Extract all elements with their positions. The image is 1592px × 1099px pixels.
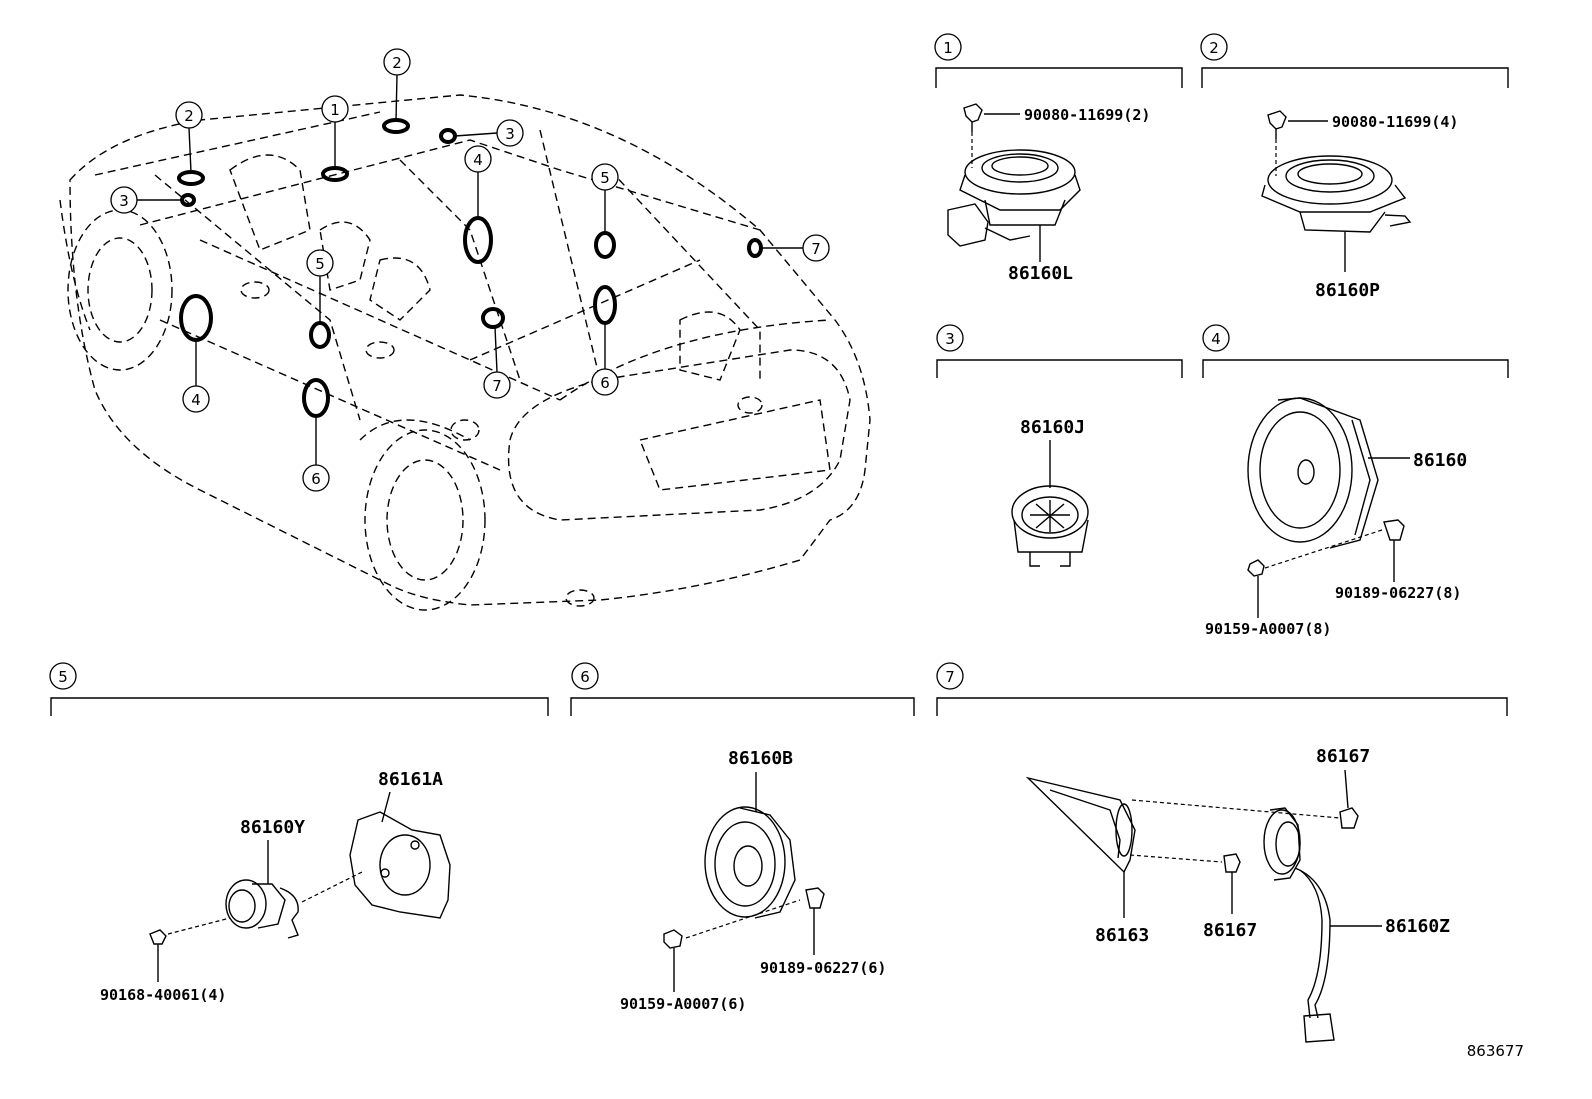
callout-3-right: 3 [496,119,524,147]
svg-text:4: 4 [1211,330,1221,348]
svg-text:86160L: 86160L [1008,263,1073,284]
svg-text:5: 5 [315,255,325,273]
group-4: 4 86160 90189-06227(8) 90159-A0007(8) [1202,324,1509,638]
svg-text:86167: 86167 [1316,746,1370,767]
svg-text:3: 3 [505,125,515,143]
callout-3-left: 3 [110,186,138,214]
svg-text:86160J: 86160J [1020,417,1085,438]
svg-text:90159-A0007(8): 90159-A0007(8) [1205,620,1331,638]
overview-callouts: 2 1 2 3 3 4 4 5 5 6 6 7 7 [110,48,830,492]
svg-text:6: 6 [580,668,590,686]
svg-text:90159-A0007(6): 90159-A0007(6) [620,995,746,1013]
svg-text:3: 3 [119,192,129,210]
svg-text:86160Y: 86160Y [240,817,305,838]
svg-text:1: 1 [943,39,953,57]
group-7: 7 86163 86167 86167 86160Z [936,662,1508,1043]
callout-7-left: 7 [483,371,511,399]
group-2: 2 90080-11699(4) 86160P [1200,33,1509,301]
svg-text:90189-06227(6): 90189-06227(6) [760,959,886,977]
svg-text:1: 1 [330,101,340,119]
svg-text:2: 2 [1209,39,1219,57]
svg-text:90080-11699(2): 90080-11699(2) [1024,106,1150,124]
callout-1: 1 [321,95,349,123]
svg-text:5: 5 [58,668,68,686]
svg-text:2: 2 [184,107,194,125]
callout-2-left: 2 [175,101,203,129]
svg-text:6: 6 [600,374,610,392]
svg-text:3: 3 [945,330,955,348]
svg-text:7: 7 [945,668,955,686]
svg-text:2: 2 [392,54,402,72]
callout-6-right: 6 [591,368,619,396]
group-3: 3 86160J [936,324,1183,567]
svg-text:5: 5 [600,169,610,187]
callout-4-right: 4 [464,145,492,173]
svg-text:7: 7 [492,377,502,395]
group-5: 5 86161A 86160Y 90168-40061(4) [49,662,549,1004]
reference-number: 863677 [1467,1042,1524,1060]
callout-4-left: 4 [182,385,210,413]
callout-6-left: 6 [302,464,330,492]
group-1: 1 90080-11699(2) 86160L [934,33,1183,284]
callout-7-right: 7 [802,234,830,262]
overview-leaders [137,74,803,465]
callout-5-left: 5 [306,249,334,277]
svg-text:86161A: 86161A [378,769,443,790]
callout-5-right: 5 [591,163,619,191]
callout-2-right: 2 [383,48,411,76]
svg-text:86160Z: 86160Z [1385,916,1450,937]
svg-text:86163: 86163 [1095,925,1149,946]
svg-text:90189-06227(8): 90189-06227(8) [1335,584,1461,602]
svg-text:86160: 86160 [1413,450,1467,471]
svg-text:90168-40061(4): 90168-40061(4) [100,986,226,1004]
group-6: 6 86160B 90189-06227(6) 90159-A0007(6) [570,662,915,1013]
svg-text:6: 6 [311,470,321,488]
svg-text:86160B: 86160B [728,748,793,769]
svg-text:86167: 86167 [1203,920,1257,941]
svg-text:7: 7 [811,240,821,258]
svg-text:90080-11699(4): 90080-11699(4) [1332,113,1458,131]
svg-text:4: 4 [191,391,201,409]
svg-text:86160P: 86160P [1315,280,1380,301]
svg-text:4: 4 [473,151,483,169]
